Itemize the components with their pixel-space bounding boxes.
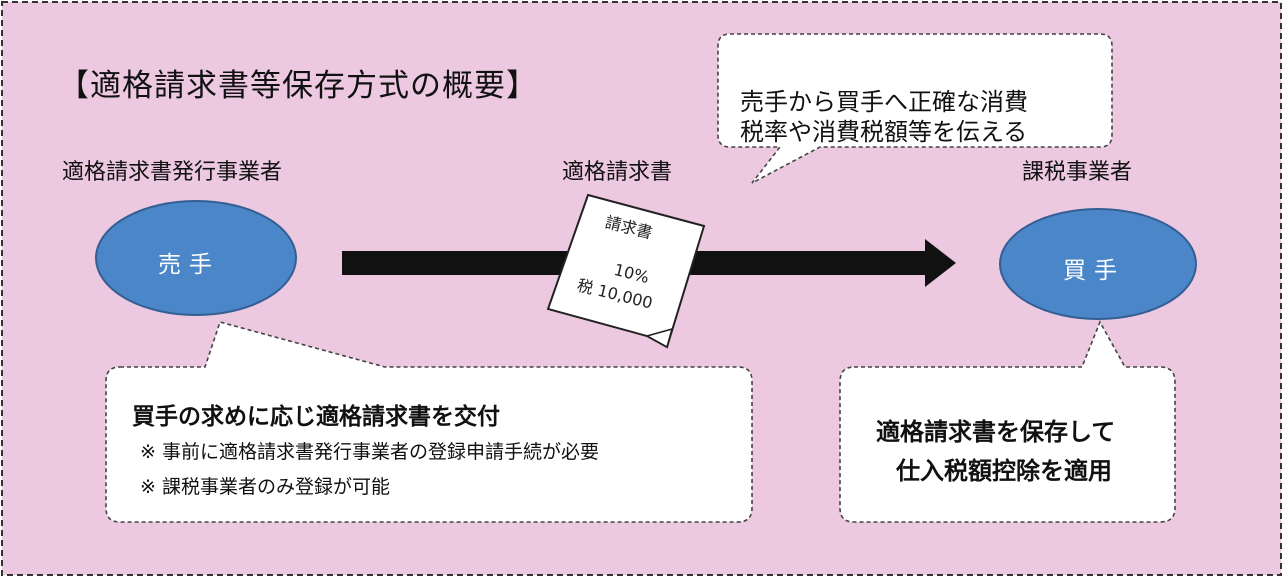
seller-bubble-heading: 買手の求めに応じ適格請求書を交付 bbox=[132, 404, 500, 430]
flow-arrow-head bbox=[925, 239, 956, 287]
invoice-document-fold bbox=[644, 327, 674, 349]
invoice-caption: 適格請求書 bbox=[562, 160, 673, 185]
seller-speech-bubble bbox=[105, 321, 753, 523]
seller-node bbox=[95, 200, 297, 316]
buyer-bubble-line-1: 適格請求書を保存して bbox=[876, 418, 1116, 446]
buyer-label: 買手 bbox=[1063, 258, 1125, 284]
seller-caption: 適格請求書発行事業者 bbox=[62, 160, 283, 185]
buyer-node bbox=[999, 208, 1197, 320]
page-title: 【適格請求書等保存方式の概要】 bbox=[58, 68, 538, 104]
seller-bubble-note-2: ※ 課税事業者のみ登録が可能 bbox=[140, 476, 390, 498]
top-bubble-line-1: 売手から買手へ正確な消費 bbox=[740, 88, 1028, 116]
invoice-doc-title: 請求書 bbox=[603, 212, 655, 243]
buyer-bubble-line-2: 仕入税額控除を適用 bbox=[896, 457, 1112, 485]
seller-bubble-note-1: ※ 事前に適格請求書発行事業者の登録申請手続が必要 bbox=[140, 441, 599, 463]
buyer-caption: 課税事業者 bbox=[1022, 160, 1133, 185]
top-speech-bubble bbox=[717, 33, 1113, 184]
top-bubble-line-2: 税率や消費税額等を伝える bbox=[740, 118, 1028, 146]
seller-label: 売手 bbox=[158, 252, 220, 278]
buyer-speech-bubble bbox=[839, 320, 1176, 523]
